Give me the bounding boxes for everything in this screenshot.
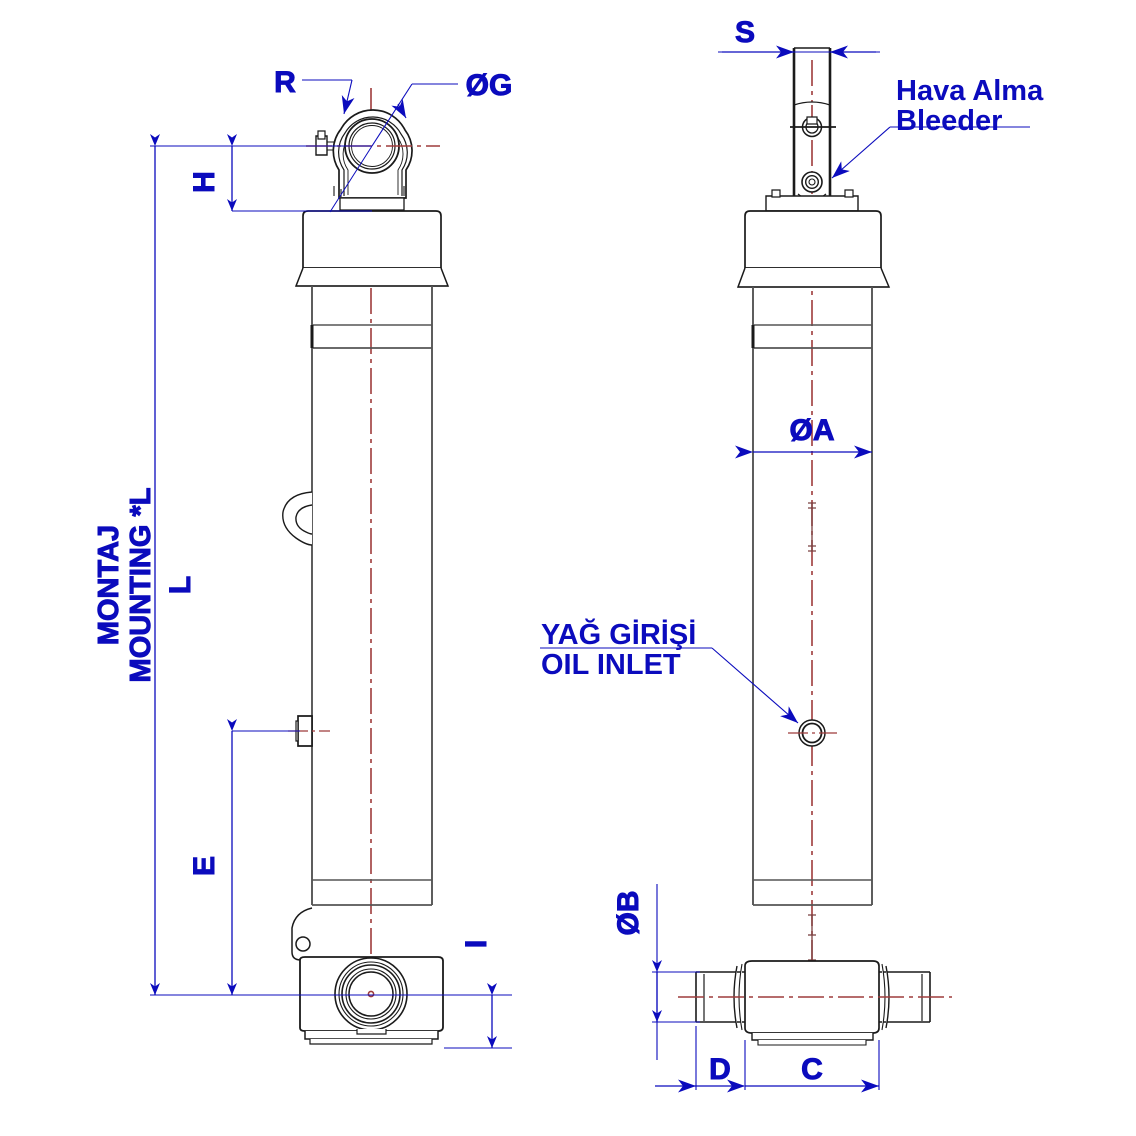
mounting-label-line2: MOUNTING *L [125, 488, 157, 683]
dimension-label-C: C [801, 1053, 823, 1086]
note-bleeder-line1: Hava Alma [896, 75, 1044, 107]
weld-seam-marks [808, 502, 816, 552]
cylinder-barrel [310, 286, 433, 906]
leader-line-bleeder [831, 126, 891, 179]
dimension-label-OG: ØG [466, 69, 513, 102]
leader-line-OG-lower [329, 145, 373, 213]
base-eye-center-dot [367, 990, 375, 998]
dimension-label-H: H [188, 171, 221, 193]
dimension-label-S: S [735, 16, 755, 49]
rod-eye [315, 109, 413, 199]
trunnion-block [695, 960, 931, 1046]
dimension-label-D: D [709, 1053, 731, 1086]
gland-head-side [736, 189, 891, 288]
leader-arrow-OG [391, 99, 407, 119]
dimension-label-OA: ØA [790, 414, 835, 447]
dimension-label-L: L [164, 576, 197, 594]
dimension-label-OB: ØB [612, 891, 645, 936]
left-view-dimensions: L MONTAJ MOUNTING *L H E I R ØG [93, 66, 513, 1049]
dimension-label-R: R [274, 66, 296, 99]
note-oil-inlet-line1: YAĞ GİRİŞİ [541, 617, 696, 651]
note-oil-inlet-line2: OIL INLET [541, 649, 681, 681]
dimension-label-I: I [460, 940, 493, 948]
piston-rod [790, 47, 836, 210]
dimension-label-E: E [188, 856, 221, 876]
right-view-dimensions: S ØA ØB D C [612, 16, 880, 1093]
right-view-group [678, 47, 952, 1046]
base-eye [291, 907, 444, 1045]
gland-head [294, 197, 450, 287]
annotation-notes: Hava Alma Bleeder YAĞ GİRİŞİ OIL INLET [540, 75, 1044, 724]
mounting-label-line1: MONTAJ [93, 525, 125, 645]
cylinder-barrel-side [751, 287, 873, 906]
lifting-lug [282, 491, 313, 546]
note-bleeder-line2: Bleeder [896, 105, 1002, 137]
leader-line-R [341, 79, 355, 115]
weld-seam-mark-lower [808, 914, 816, 961]
left-view-group [282, 88, 450, 1045]
leader-line-oil-inlet [711, 647, 799, 724]
